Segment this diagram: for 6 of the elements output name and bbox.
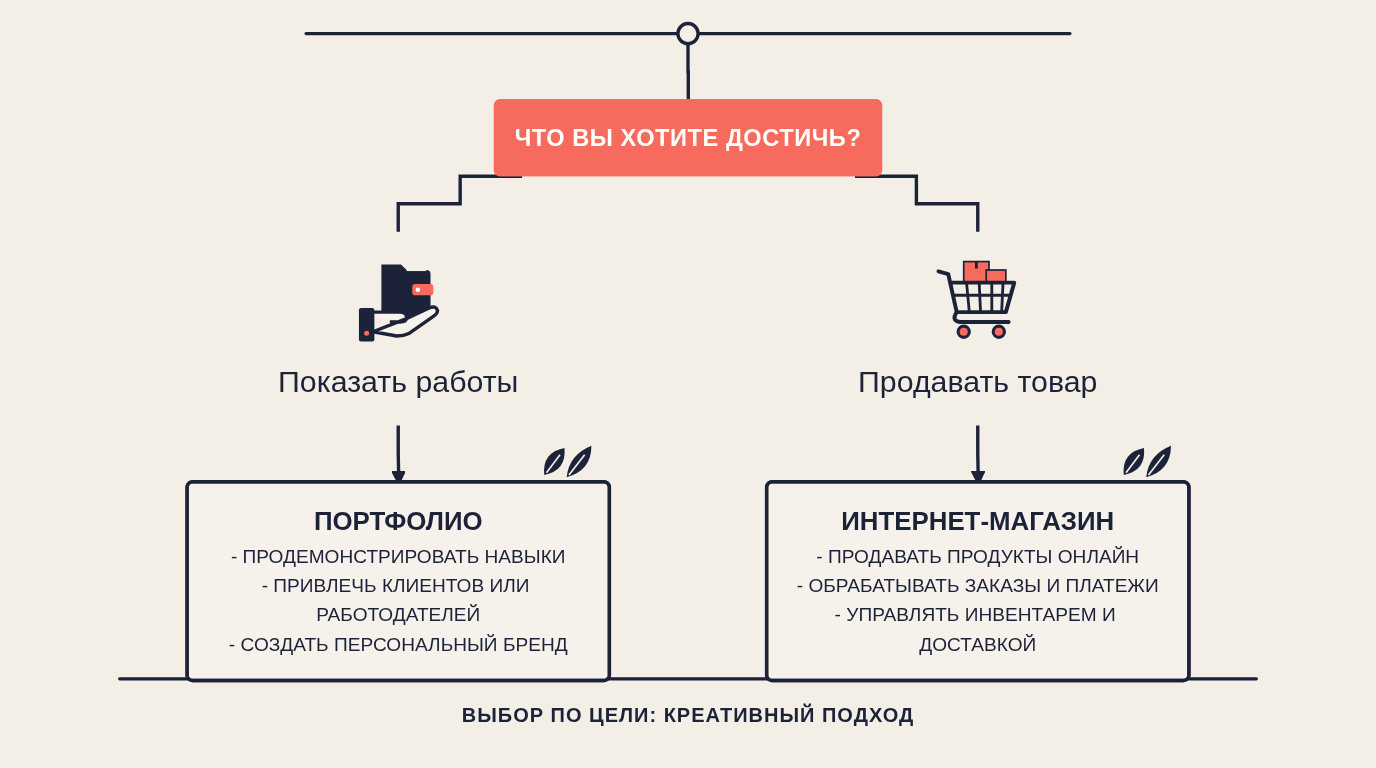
connector <box>396 174 523 234</box>
caption: ВЫБОР ПО ЦЕЛИ: КРЕАТИВНЫЙ ПОДХОД <box>461 704 915 727</box>
node-circle <box>676 21 700 46</box>
node-text: Показать работы <box>278 365 519 400</box>
node-text: Продавать товар <box>858 365 1098 400</box>
connector <box>855 174 980 234</box>
